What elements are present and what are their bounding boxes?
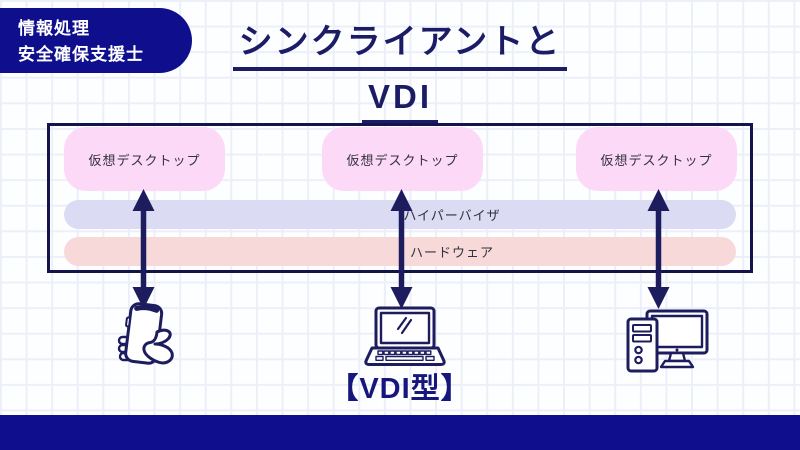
page-title: シンクライアントと VDI — [0, 14, 800, 124]
footer-bar — [0, 415, 800, 450]
title-line2: VDI — [361, 78, 438, 124]
badge-line1: 情報処理 — [18, 19, 90, 38]
badge-line2: 安全確保支援士 — [18, 45, 144, 65]
title-line1: シンクライアントと — [232, 14, 568, 71]
virtual-desktop-label: 仮想デスクトップ — [600, 152, 713, 168]
virtual-desktop-box: 仮想デスクトップ — [322, 127, 483, 191]
desktop-pc-icon — [626, 309, 709, 373]
virtual-desktop-box: 仮想デスクトップ — [64, 127, 225, 191]
virtual-desktop-label: 仮想デスクトップ — [346, 152, 459, 168]
laptop-icon — [364, 306, 446, 366]
virtual-desktop-box: 仮想デスクトップ — [576, 127, 737, 191]
smartphone-in-hand-icon — [117, 302, 174, 365]
hardware-label: ハードウェア — [409, 245, 494, 260]
certification-badge: 情報処理 安全確保支援士 — [0, 8, 192, 73]
hypervisor-label: ハイパーバイザ — [403, 208, 501, 223]
hardware-layer: ハードウェア — [64, 237, 736, 266]
hypervisor-layer: ハイパーバイザ — [64, 200, 736, 229]
vdi-type-caption: 【VDI型】 — [329, 373, 471, 405]
virtual-desktop-label: 仮想デスクトップ — [88, 152, 201, 168]
